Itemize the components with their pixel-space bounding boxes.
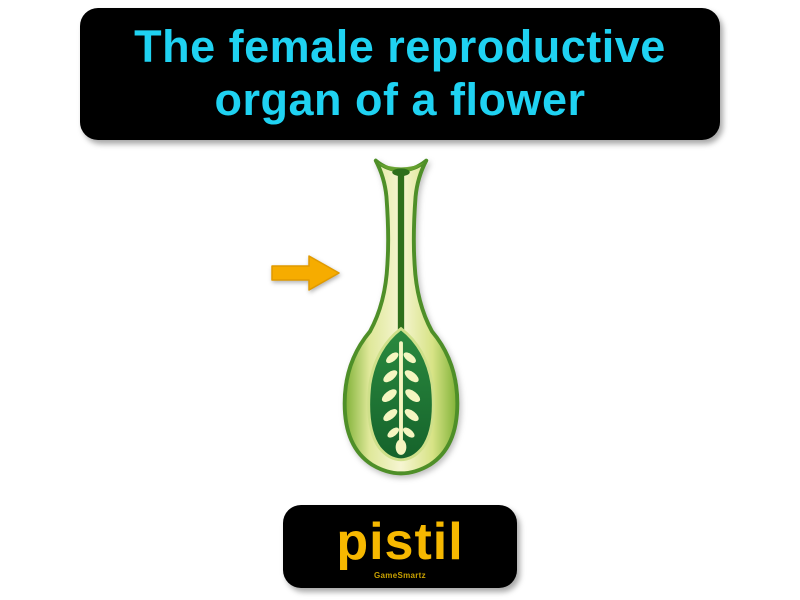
ovules <box>381 341 421 455</box>
arrow-right-icon <box>271 255 340 291</box>
term-label: pistil <box>336 512 464 571</box>
definition-line-2: organ of a flower <box>214 74 586 125</box>
watermark: GameSmartz <box>374 570 426 580</box>
pistil-illustration <box>342 158 460 476</box>
term-box: pistil GameSmartz <box>283 505 517 588</box>
definition-line-1: The female reproductive <box>134 21 666 73</box>
definition-box: The female reproductive organ of a flowe… <box>80 8 720 140</box>
